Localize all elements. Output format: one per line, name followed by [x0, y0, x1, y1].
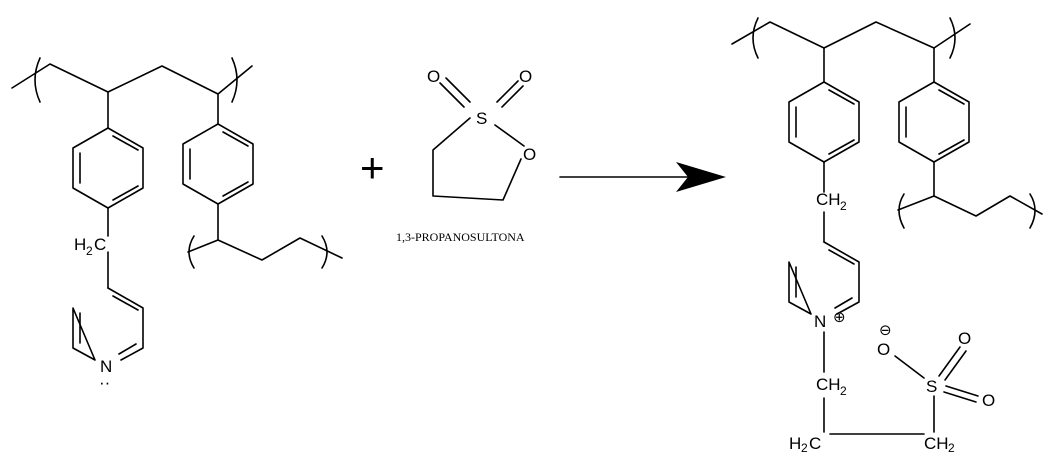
arrow-head — [676, 162, 726, 192]
product-ch2-mid-sub: 2 — [840, 384, 847, 398]
reactant-crosslink-chain — [187, 237, 343, 261]
product-pyridinium-double — [795, 249, 855, 309]
reactant-right-ring — [182, 123, 254, 205]
reactant-left-ring-double — [79, 135, 139, 201]
product-ch2-left-h: H — [789, 434, 801, 452]
reactant-left-ring — [72, 127, 144, 209]
product-polymer: CH 2 N ⊕ CH 2 H 2 C CH 2 S O ⊖ O O — [731, 17, 1043, 452]
product-s: S — [926, 377, 937, 396]
sultone-double-o1 — [439, 77, 471, 108]
plus-sign: + — [360, 144, 385, 191]
sultone-ring — [432, 117, 525, 201]
product-right-ring — [898, 81, 970, 163]
sultone-o1: O — [427, 67, 440, 86]
product-ch2-top-c: CH — [816, 190, 841, 209]
reactant-ch2-h: H — [74, 235, 86, 254]
product-ch2-top-sub: 2 — [840, 199, 847, 213]
reactant-ch2-c: C — [94, 235, 106, 254]
product-left-ring — [788, 81, 860, 163]
product-ch2-left-c: C — [809, 434, 821, 452]
product-s-o-minus-bond — [894, 355, 925, 379]
product-bracket-right — [949, 17, 956, 59]
product-bracket-left — [752, 17, 759, 59]
propane-sultone: S O O O 1,3-PROPANOSULTONA — [396, 67, 536, 244]
sultone-ring-o: O — [523, 145, 536, 164]
reagent-name: 1,3-PROPANOSULTONA — [396, 230, 525, 244]
product-ch2-right-sub: 2 — [948, 441, 955, 452]
product-crosslink-bracket-right — [1029, 193, 1036, 229]
product-crosslink-chain — [897, 195, 1043, 217]
product-o-up: O — [958, 329, 971, 348]
product-right-ring-double — [905, 89, 965, 155]
reactant-backbone — [11, 63, 253, 95]
sultone-double-o2 — [496, 80, 524, 108]
product-left-ring-double — [795, 89, 855, 155]
reaction-arrow — [559, 162, 726, 192]
reactant-pyridine-ring — [72, 287, 144, 361]
product-crosslink-bracket-left — [898, 193, 905, 229]
sultone-o2: O — [519, 67, 532, 86]
product-n-charge: ⊕ — [833, 308, 846, 326]
product-ch2-left-sub: 2 — [801, 441, 808, 452]
reactant-pyridine-double — [79, 295, 139, 355]
product-s-o-up-double — [938, 346, 967, 381]
product-pyridinium-ring — [788, 241, 860, 315]
reactant-bracket-left — [34, 57, 41, 103]
product-s-o-right-double — [943, 385, 979, 403]
reactant-pyridine-n: N — [100, 357, 112, 376]
reactant-bracket-right — [231, 57, 238, 103]
reactant-polymer: H 2 C N ·· — [11, 57, 343, 392]
product-backbone — [731, 21, 971, 49]
sultone-s: S — [476, 109, 487, 128]
reactant-lone-pair: ·· — [99, 373, 110, 392]
product-o-right: O — [982, 391, 995, 410]
product-ch2-right-c: CH — [924, 434, 949, 452]
reactant-crosslink-bracket-left — [188, 235, 195, 269]
product-o-charge: ⊖ — [879, 321, 892, 339]
product-o-minus: O — [877, 340, 890, 359]
reactant-right-ring-double — [189, 131, 249, 197]
product-ch2-mid-c: CH — [816, 375, 841, 394]
product-n: N — [814, 312, 826, 331]
reactant-ch2-sub: 2 — [86, 244, 93, 258]
reactant-crosslink-bracket-right — [321, 235, 328, 269]
